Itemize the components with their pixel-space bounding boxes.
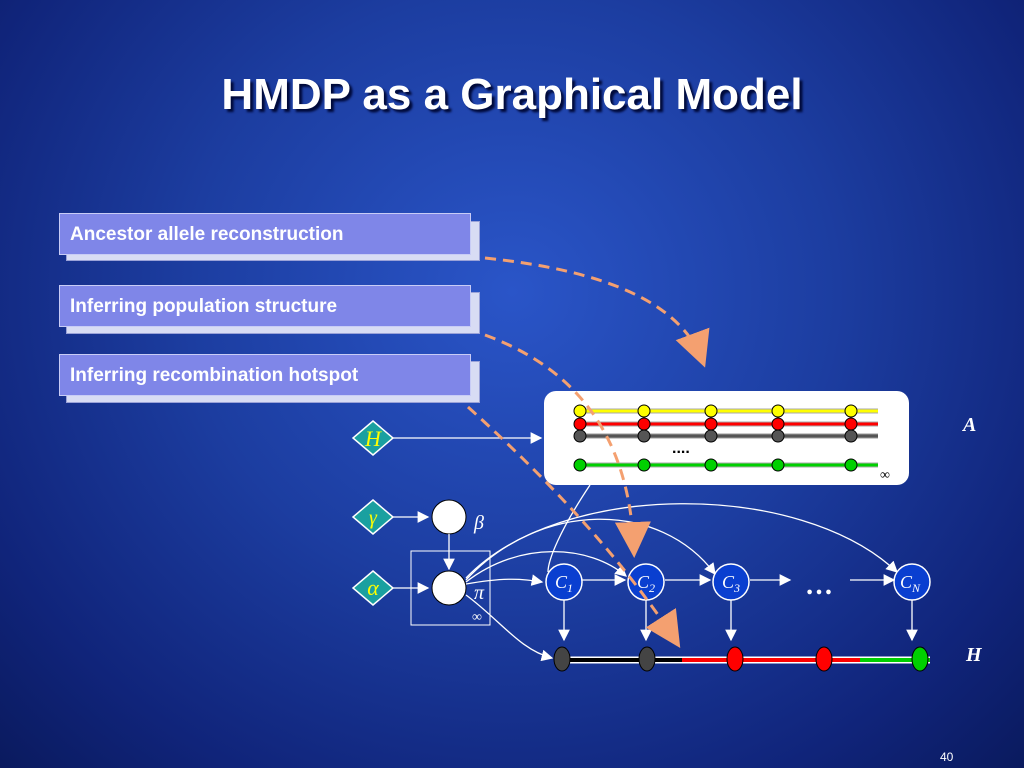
ancestor-dots: ....	[672, 440, 690, 457]
hyperparameter-H: H	[351, 420, 395, 456]
annotation-arrows	[466, 256, 710, 649]
cN-label: CN	[900, 572, 921, 595]
ancestor-lines	[580, 408, 878, 468]
arrow-ancestor	[484, 256, 710, 368]
plate	[410, 550, 491, 626]
task-label: Inferring recombination hotspot	[59, 354, 471, 396]
c1-label: C1	[555, 572, 573, 595]
hyperparameter-alpha: α	[351, 570, 395, 606]
task-label: Inferring population structure	[59, 285, 471, 327]
node-C3: C3	[712, 563, 750, 601]
ancestor-infinity: ∞	[880, 468, 890, 483]
task-label: Ancestor allele reconstruction	[59, 213, 471, 255]
plate-infinity: ∞	[472, 610, 482, 625]
hyper-alpha-label: α	[367, 575, 379, 600]
arrow-recombination	[466, 405, 681, 649]
ancestor-alleles	[573, 404, 858, 472]
pi-edges	[465, 484, 898, 662]
haplotype-label: H	[965, 644, 983, 666]
ancestor-label: A	[961, 414, 976, 436]
node-CN: CN	[893, 563, 931, 601]
hyper-H-label: H	[364, 426, 382, 451]
c2-label: C2	[637, 572, 655, 595]
hyperparameter-gamma: γ	[351, 499, 395, 535]
arrow-population	[484, 333, 651, 558]
hyper-gamma-label: γ	[369, 507, 378, 529]
pi-node	[431, 570, 467, 606]
chain-ellipsis: …	[805, 570, 833, 601]
node-C1: C1	[545, 563, 583, 601]
node-C2: C2	[627, 563, 665, 601]
pi-label: π	[474, 582, 485, 604]
beta-node	[431, 499, 467, 535]
slide-title: HMDP as a Graphical Model	[221, 70, 803, 119]
haplotype-bar	[553, 646, 930, 672]
page-number: 40	[940, 750, 954, 764]
c3-label: C3	[722, 572, 740, 595]
beta-label: β	[473, 512, 484, 534]
